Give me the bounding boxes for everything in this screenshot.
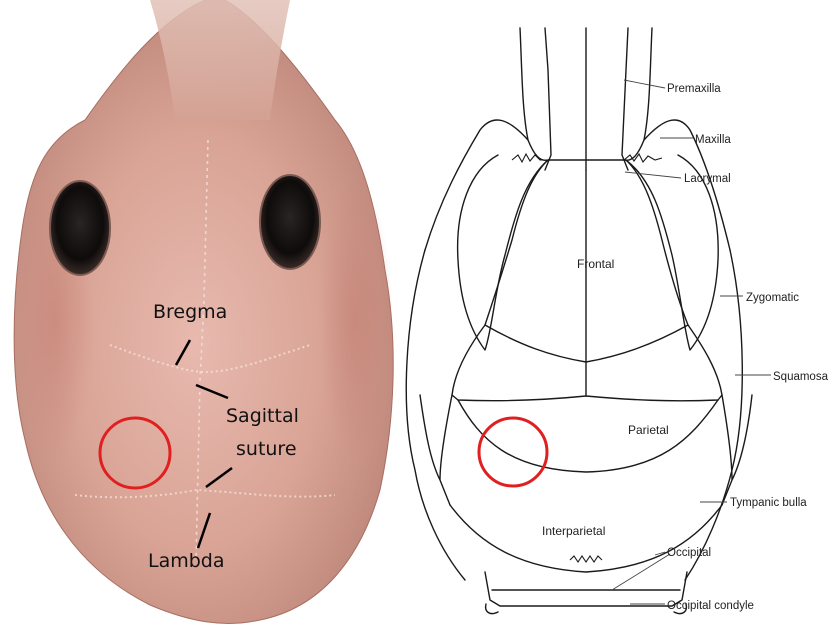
lacrymal-label: Lacrymal bbox=[684, 173, 731, 185]
drawing-parietal bbox=[452, 325, 722, 401]
occipital-condyle-label: Occipital condyle bbox=[667, 600, 754, 612]
skull-photo: Bregma Sagittal suture Lambda bbox=[14, 0, 393, 624]
frontal-label: Frontal bbox=[577, 257, 614, 271]
zygomatic-label: Zygomatic bbox=[746, 292, 799, 304]
skull-photo-side-shade-right bbox=[317, 180, 393, 460]
left-orbit bbox=[50, 181, 110, 275]
drawing-interparietal bbox=[458, 400, 718, 472]
drawing-maxilla-left bbox=[425, 120, 528, 250]
interparietal-label: Interparietal bbox=[542, 524, 605, 538]
condyle-leader-1 bbox=[612, 554, 670, 590]
right-orbit bbox=[260, 175, 320, 269]
drawing-frontonasal-suture bbox=[512, 154, 662, 162]
drawing-wall-left bbox=[420, 395, 452, 505]
drawing-condyle-left bbox=[486, 604, 498, 614]
lambda-label: Lambda bbox=[148, 550, 225, 572]
sagittal-label-line1: Sagittal bbox=[226, 405, 299, 427]
target-circle-drawing bbox=[479, 418, 547, 486]
drawing-premaxilla-left bbox=[520, 28, 548, 160]
occipital-label: Occipital bbox=[667, 547, 711, 559]
parietal-label: Parietal bbox=[628, 423, 669, 437]
premaxilla-leader bbox=[624, 80, 665, 88]
skull-drawing: Frontal Parietal Interparietal Premaxill… bbox=[406, 28, 828, 614]
lacrymal-leader bbox=[625, 172, 681, 178]
tympanic-bulla-label: Tympanic bulla bbox=[730, 497, 807, 509]
drawing-zygomatic-right bbox=[685, 250, 742, 580]
drawing-occipital-suture bbox=[570, 556, 602, 562]
maxilla-label: Maxilla bbox=[695, 134, 731, 146]
drawing-zygomatic-left bbox=[406, 250, 465, 580]
squamosal-label: Squamosal bbox=[773, 371, 828, 383]
drawing-condyle bbox=[485, 572, 687, 606]
bregma-label: Bregma bbox=[153, 301, 227, 323]
drawing-premaxilla-right bbox=[624, 28, 652, 160]
sagittal-label-line2: suture bbox=[236, 438, 297, 460]
drawing-orbit-left bbox=[458, 155, 548, 350]
premaxilla-label: Premaxilla bbox=[667, 83, 721, 95]
